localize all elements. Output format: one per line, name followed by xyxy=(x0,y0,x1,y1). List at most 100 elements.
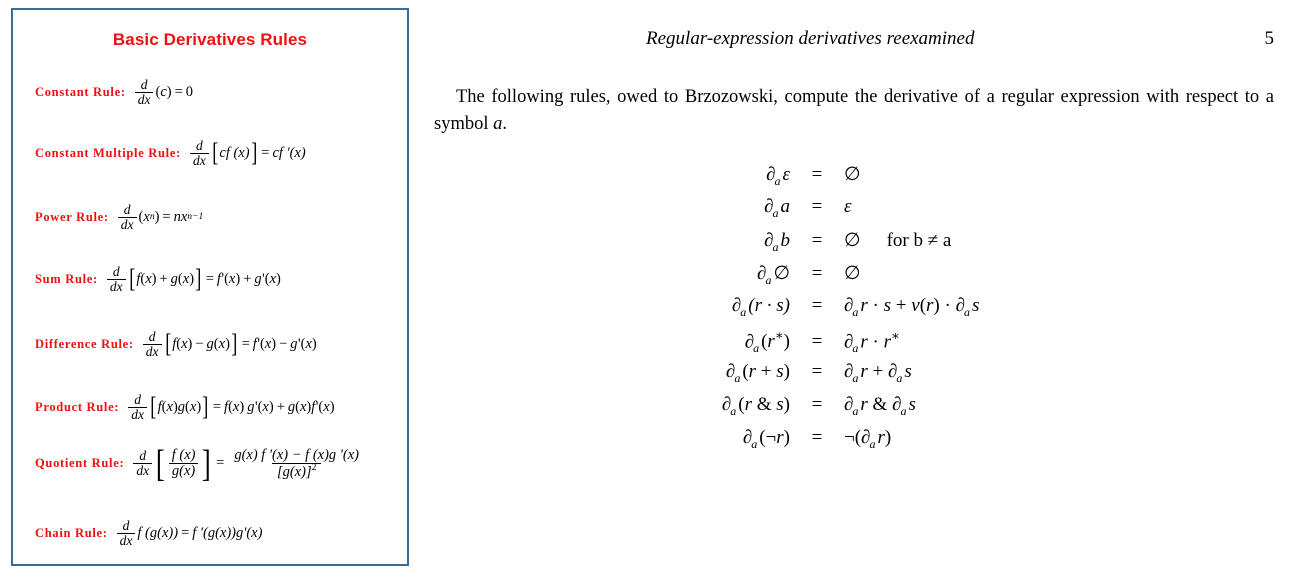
formula-result-f2: f xyxy=(311,398,316,415)
formula-argument: f (g(x)) xyxy=(137,524,179,541)
partial-subscript: a xyxy=(900,403,907,418)
fraction-numerator: d xyxy=(122,518,130,533)
inner-fraction: f (x) g(x) xyxy=(168,448,199,479)
equation-lhs-operand: (r + s) xyxy=(742,361,790,382)
formula-result-f: f xyxy=(216,270,221,287)
equation-lhs-operand: (¬r) xyxy=(759,427,790,448)
formula-operator: + xyxy=(243,270,252,287)
prime-mark: ' xyxy=(262,270,265,287)
page-title: Regular-expression derivatives reexamine… xyxy=(646,28,975,49)
fraction-numerator: d xyxy=(123,202,131,217)
fraction-numerator: d xyxy=(140,77,148,92)
equation-equals: = xyxy=(811,361,823,382)
partial-subscript: a xyxy=(869,436,876,451)
equation-lhs-operand: (r · s) xyxy=(748,295,790,316)
bracket-open: [ xyxy=(212,137,219,167)
partial-symbol: ∂ xyxy=(955,295,965,316)
prime-mark: ' xyxy=(254,398,258,415)
formula-result: cf '(x) xyxy=(272,144,306,161)
equation-row: ∂a∅ = ∅ xyxy=(560,262,1080,295)
rule-label: Quotient Rule: xyxy=(35,456,125,471)
fraction-numerator: d xyxy=(139,448,147,464)
equation-equals: = xyxy=(811,196,823,217)
partial-symbol: ∂ xyxy=(744,331,755,353)
partial-subscript: a xyxy=(740,304,747,319)
fraction-denominator: dx xyxy=(128,406,147,422)
formula-argument: cf (x) xyxy=(219,144,250,161)
rule-label: Constant Rule: xyxy=(35,84,126,99)
equation-equals: = xyxy=(811,164,823,185)
fraction-denominator: g(x) xyxy=(168,463,199,479)
fraction-denominator: dx xyxy=(106,278,126,294)
partial-symbol: ∂ xyxy=(764,230,774,251)
formula-argument: x xyxy=(143,208,150,225)
page-header: Regular-expression derivatives reexamine… xyxy=(434,28,1274,50)
d-dx-fraction: d dx xyxy=(128,393,147,422)
formula-result-g: g xyxy=(254,270,262,287)
prime-mark: ' xyxy=(221,270,225,287)
fraction-numerator: d xyxy=(195,138,203,153)
formula-operator: − xyxy=(279,335,288,352)
formula-paren-x: (x) xyxy=(295,398,312,415)
equation-lhs: ∂a(r · s) xyxy=(560,295,804,320)
partial-symbol: ∂ xyxy=(844,394,854,415)
d-dx-fraction: d dx xyxy=(116,518,136,548)
equals-sign: = xyxy=(261,144,270,161)
formula-result-f: f xyxy=(224,398,229,415)
rule-row-constant-multiple: Constant Multiple Rule: d dx [cf (x)] = … xyxy=(35,139,401,168)
rule-row-quotient: Quotient Rule: d dx [ f (x) g(x) ] = g(x… xyxy=(35,444,401,482)
rule-formula: d dx [f(x)g(x)] = f(x)g'(x)+g(x)f'(x) xyxy=(126,391,335,422)
fraction-numerator: d xyxy=(134,392,141,407)
kleene-star: ∗ xyxy=(891,328,900,343)
equals-sign: = xyxy=(181,524,190,541)
fraction-numerator: d xyxy=(148,329,156,344)
partial-symbol: ∂ xyxy=(757,263,767,284)
formula-result-g2: g xyxy=(287,398,296,415)
partial-symbol: ∂ xyxy=(731,295,742,316)
d-dx-fraction: d dx xyxy=(106,265,126,294)
rule-row-chain: Chain Rule: d dx f (g(x)) = f '(g(x))g'(… xyxy=(35,519,401,548)
formula-operator: + xyxy=(159,270,168,287)
side-condition-text: for b ≠ a xyxy=(886,230,952,251)
d-dx-fraction: d dx xyxy=(134,77,154,107)
rule-label: Sum Rule: xyxy=(35,271,98,286)
equation-lhs: ∂a(r∗) xyxy=(560,328,804,356)
formula-paren-x: (x) xyxy=(228,398,245,415)
formula-paren-x: (x) xyxy=(257,398,274,415)
formula-term-g: g xyxy=(177,398,186,415)
equals-sign: = xyxy=(241,335,250,352)
formula-paren-x: (x) xyxy=(224,270,241,287)
d-dx-fraction: d dx xyxy=(133,448,153,478)
formula-exponent: n xyxy=(149,212,155,223)
prime-mark: ' xyxy=(315,398,319,415)
formula-paren-x: (x) xyxy=(213,335,230,352)
equation-lhs: ∂a∅ xyxy=(560,262,804,288)
formula-close-paren: ) xyxy=(154,208,160,225)
formula-term-g: g xyxy=(206,335,214,352)
denominator-base: [g(x)] xyxy=(276,463,312,480)
equation-equals: = xyxy=(811,263,823,284)
equation-lhs: ∂a(r + s) xyxy=(560,361,804,386)
partial-subscript: a xyxy=(753,341,760,356)
rule-formula: d dx [f(x)−g(x)] = f'(x)−g'(x) xyxy=(141,330,317,359)
equation-rhs: ∅ xyxy=(844,230,861,251)
partial-subscript: a xyxy=(730,403,737,418)
partial-subscript: a xyxy=(774,173,781,188)
fraction-numerator: g(x) f '(x) − f (x)g '(x) xyxy=(234,447,359,463)
partial-subscript: a xyxy=(852,370,859,385)
page-number: 5 xyxy=(1264,28,1275,49)
bracket-close: ] xyxy=(202,391,209,421)
partial-symbol: ∂ xyxy=(764,196,774,217)
equation-lhs-operand: a xyxy=(780,196,791,217)
formula-paren-x: (x) xyxy=(176,335,193,352)
equation-equals: = xyxy=(811,295,823,316)
